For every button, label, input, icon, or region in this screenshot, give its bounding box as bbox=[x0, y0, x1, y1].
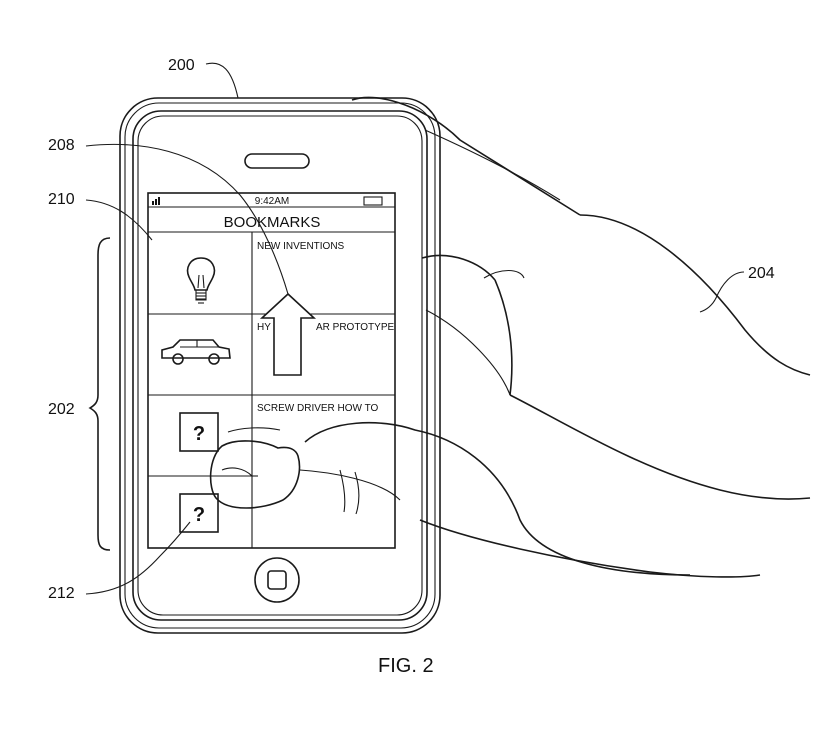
car-icon bbox=[162, 340, 230, 364]
light-bulb-icon bbox=[188, 258, 215, 303]
bookmark-title-left: HY bbox=[257, 322, 271, 333]
battery-icon bbox=[364, 197, 382, 205]
screen-title: BOOKMARKS bbox=[224, 214, 321, 231]
signal-icon bbox=[152, 197, 160, 205]
svg-text:210: 210 bbox=[48, 191, 75, 208]
bookmark-row[interactable]: ? bbox=[180, 494, 218, 532]
label-212: 212 bbox=[48, 522, 190, 602]
svg-text:202: 202 bbox=[48, 401, 75, 418]
bookmark-title: SCREW DRIVER HOW TO bbox=[257, 403, 379, 414]
bookmark-title: NEW INVENTIONS bbox=[257, 241, 345, 252]
bracket-202 bbox=[90, 238, 110, 550]
home-button[interactable] bbox=[255, 558, 299, 602]
svg-text:200: 200 bbox=[168, 57, 195, 74]
bookmark-title-right: AR PROTOTYPE bbox=[316, 322, 394, 333]
bookmark-row[interactable]: ? SCREW DRIVER HOW TO bbox=[180, 403, 379, 451]
label-200: 200 bbox=[168, 57, 238, 98]
earpiece bbox=[245, 154, 309, 168]
figure-caption: FIG. 2 bbox=[378, 655, 434, 677]
svg-text:212: 212 bbox=[48, 585, 75, 602]
label-210: 210 bbox=[48, 191, 152, 240]
svg-text:204: 204 bbox=[748, 265, 775, 282]
question-mark-glyph: ? bbox=[193, 504, 205, 526]
question-mark-glyph: ? bbox=[193, 423, 205, 445]
svg-text:208: 208 bbox=[48, 137, 75, 154]
upward-gesture-arrow bbox=[262, 294, 314, 375]
screen: 9:42AM BOOKMARKS NEW INVENTIONS bbox=[148, 193, 395, 548]
bookmark-row[interactable]: NEW INVENTIONS bbox=[188, 241, 345, 303]
status-time: 9:42AM bbox=[255, 196, 289, 207]
label-202: 202 bbox=[48, 401, 75, 418]
